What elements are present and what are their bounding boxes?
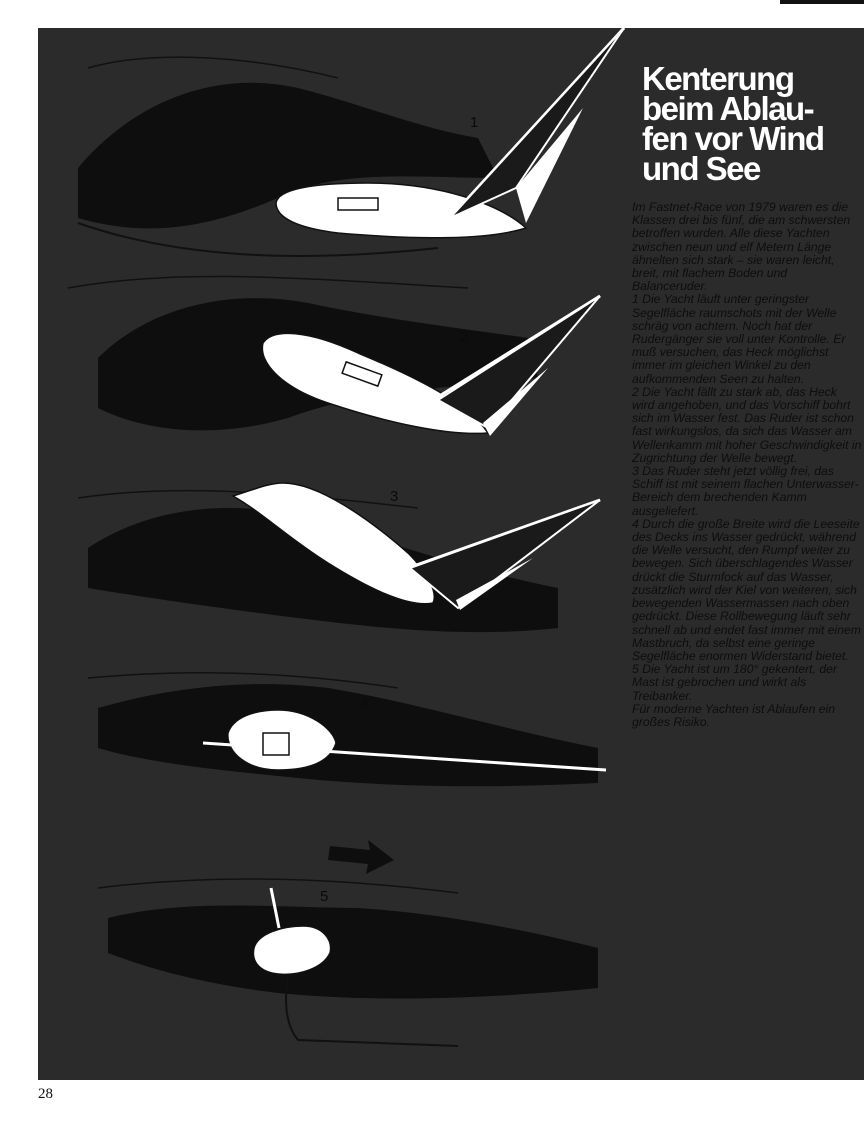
top-rule <box>780 0 864 4</box>
headline-line: beim Ablau- <box>642 90 815 127</box>
article-body: Im Fastnet-Race von 1979 waren es die Kl… <box>632 200 862 729</box>
yacht-stage-3 <box>231 482 601 610</box>
page-number: 28 <box>38 1086 53 1102</box>
stage-label-1: 1 <box>470 114 479 131</box>
body-paragraph-5: 5 Die Yacht ist um 180° gekentert, der M… <box>632 662 837 703</box>
wave-3 <box>77 489 558 633</box>
wave-1 <box>77 56 498 257</box>
headline-line: und See <box>642 150 761 187</box>
article-headline: Kenterung beim Ablau- fen vor Wind und S… <box>642 60 864 187</box>
yacht-stage-2 <box>261 294 601 436</box>
stage-label-2: 2 <box>460 328 469 345</box>
wave-4 <box>87 672 598 787</box>
yacht-stage-1 <box>275 28 626 239</box>
body-paragraph-conclusion: Für moderne Yachten ist Ablaufen ein gro… <box>632 701 836 729</box>
body-paragraph-2: 2 Die Yacht fällt zu stark ab, das Heck … <box>632 384 862 465</box>
stage-label-4: 4 <box>360 696 369 713</box>
body-paragraph-1: 1 Die Yacht läuft unter geringster Segel… <box>632 292 846 386</box>
capsize-sequence-illustration <box>67 28 626 1047</box>
direction-arrow <box>328 840 394 874</box>
body-paragraph-3: 3 Das Ruder steht jetzt völlig frei, das… <box>632 464 859 518</box>
yacht-stage-4 <box>202 709 607 772</box>
illustration-panel: 1 2 3 4 5 Kenterung beim Ablau- fen vor … <box>38 28 864 1080</box>
wave-5 <box>97 878 598 999</box>
yacht-stage-5 <box>252 887 459 1047</box>
body-paragraph-4: 4 Durch die große Breite wird die Leesei… <box>632 516 861 663</box>
stage-label-5: 5 <box>320 888 329 905</box>
stage-label-3: 3 <box>390 488 399 505</box>
headline-line: fen vor Wind <box>642 120 825 157</box>
headline-line: Kenterung <box>642 60 795 97</box>
body-paragraph-intro: Im Fastnet-Race von 1979 waren es die Kl… <box>632 200 851 294</box>
